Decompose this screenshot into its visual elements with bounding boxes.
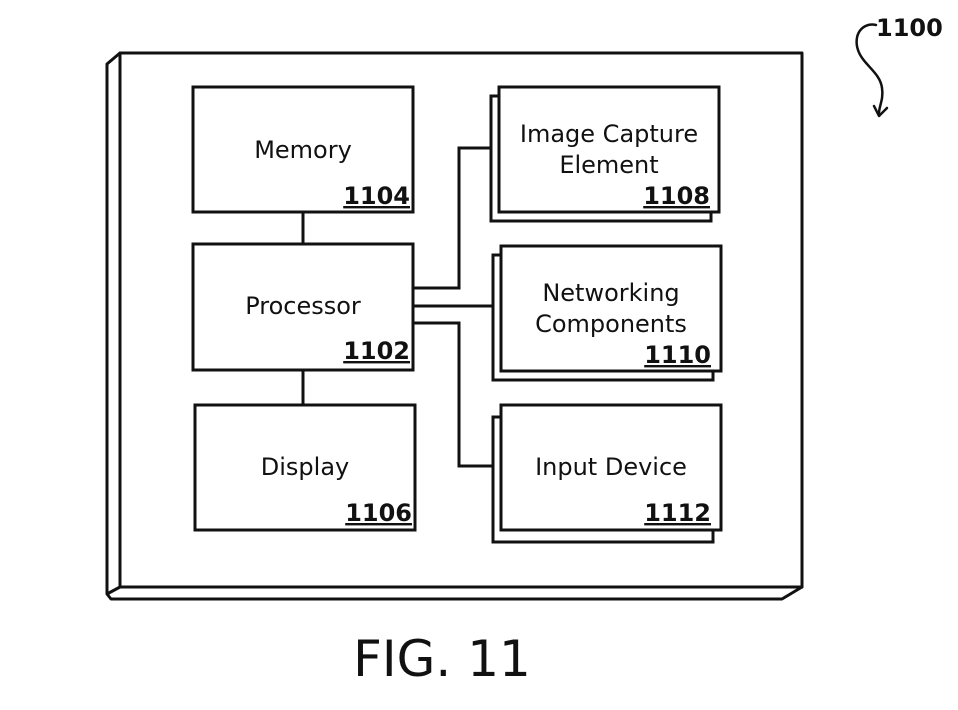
processor-input-device-link: [413, 321, 493, 468]
processor-block: Processor 1102: [191, 242, 415, 372]
input-device-block: Input Device 1112: [491, 403, 723, 544]
image-capture-label-line2: Element: [559, 151, 658, 179]
image-capture-label-line1: Image Capture: [520, 120, 698, 148]
networking-label-line1: Networking: [542, 279, 679, 307]
networking-label-line2: Components: [535, 310, 687, 338]
connectors: [301, 146, 493, 468]
display-block: Display 1106: [193, 403, 417, 532]
networking-block: Networking Components 1110: [491, 244, 723, 382]
display-ref: 1106: [345, 499, 412, 527]
display-label: Display: [261, 453, 349, 481]
processor-ref: 1102: [343, 337, 410, 365]
figure-caption: FIG. 11: [353, 630, 531, 688]
arrowhead-icon: [872, 104, 889, 118]
leader-arrow-icon: [855, 23, 884, 117]
figure-reference: 1100: [855, 14, 943, 118]
input-device-ref: 1112: [644, 499, 711, 527]
memory-block: Memory 1104: [191, 85, 415, 214]
image-capture-block: Image Capture Element 1108: [489, 85, 721, 223]
memory-ref: 1104: [343, 182, 410, 210]
processor-image-capture-link: [413, 146, 491, 290]
input-device-label: Input Device: [535, 453, 687, 481]
image-capture-ref: 1108: [643, 182, 710, 210]
figure-reference-number: 1100: [876, 14, 943, 42]
memory-label: Memory: [254, 136, 352, 164]
networking-ref: 1110: [644, 341, 711, 369]
processor-label: Processor: [245, 292, 361, 320]
